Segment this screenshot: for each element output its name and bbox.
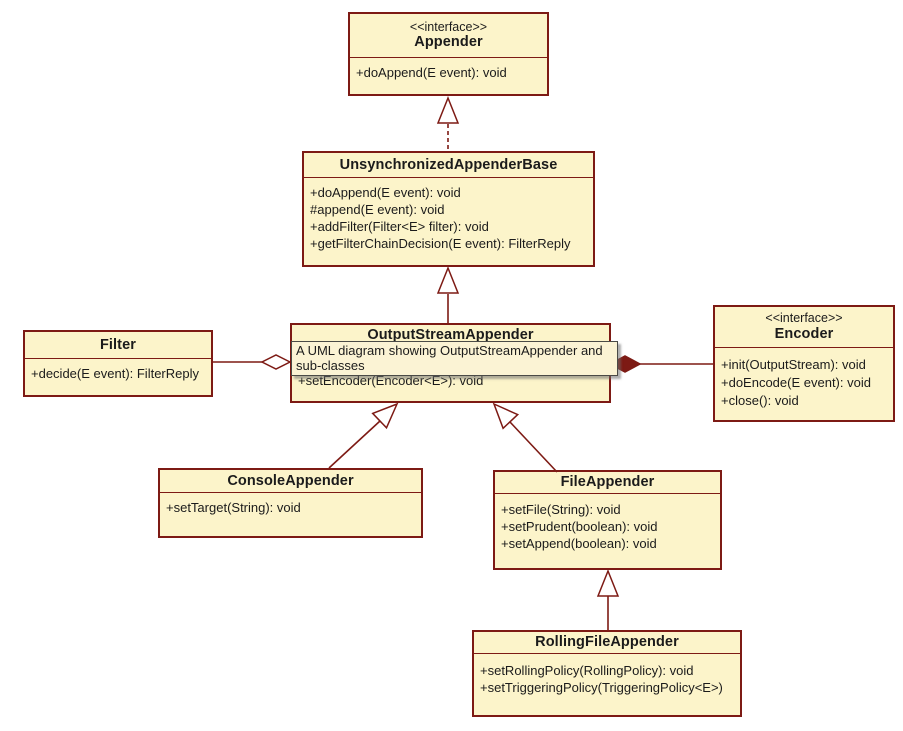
method: +getFilterChainDecision(E event): Filter… — [310, 236, 571, 251]
methods-compartment: +setFile(String): void +setPrudent(boole… — [495, 494, 720, 552]
hover-tooltip: A UML diagram showing OutputStreamAppend… — [291, 341, 618, 376]
method: +close(): void — [721, 393, 799, 408]
method: +doAppend(E event): void — [356, 65, 507, 80]
method: +setFile(String): void — [501, 502, 621, 517]
class-box-filter: Filter +decide(E event): FilterReply — [23, 330, 213, 397]
class-header: <<interface>> Appender — [350, 14, 547, 58]
method: +setRollingPolicy(RollingPolicy): void — [480, 663, 694, 678]
method: +setEncoder(Encoder<E>): void — [298, 373, 484, 388]
stereotype-label: <<interface>> — [409, 19, 488, 34]
hollow-triangle-arrowhead — [596, 568, 620, 597]
method: +doAppend(E event): void — [310, 185, 461, 200]
method: #append(E event): void — [310, 202, 445, 217]
class-name: Filter — [99, 336, 137, 353]
methods-compartment: +doAppend(E event): void #append(E event… — [304, 178, 593, 252]
generalization-line-file-osa — [509, 421, 558, 473]
method: +setPrudent(boolean): void — [501, 519, 658, 534]
hollow-triangle-arrowhead — [492, 402, 520, 430]
class-name: OutputStreamAppender — [367, 326, 534, 343]
method: +setAppend(boolean): void — [501, 536, 657, 551]
class-box-rolling-file-appender: RollingFileAppender +setRollingPolicy(Ro… — [472, 630, 742, 717]
method: +init(OutputStream): void — [721, 357, 866, 372]
methods-compartment: +doAppend(E event): void — [350, 58, 547, 81]
class-box-appender: <<interface>> Appender +doAppend(E event… — [348, 12, 549, 96]
class-box-unsynchronized-appender-base: UnsynchronizedAppenderBase +doAppend(E e… — [302, 151, 595, 267]
method: +doEncode(E event): void — [721, 375, 871, 390]
class-name: Appender — [414, 34, 483, 51]
method: +addFilter(Filter<E> filter): void — [310, 219, 489, 234]
class-header: ConsoleAppender — [160, 470, 421, 493]
class-header: RollingFileAppender — [474, 632, 740, 654]
open-diamond-aggregation — [260, 354, 292, 370]
class-header: Filter — [25, 332, 211, 359]
class-box-console-appender: ConsoleAppender +setTarget(String): void — [158, 468, 423, 538]
methods-compartment: +setRollingPolicy(RollingPolicy): void +… — [474, 654, 740, 696]
class-box-file-appender: FileAppender +setFile(String): void +set… — [493, 470, 722, 570]
method: +setTarget(String): void — [166, 500, 301, 515]
method: +setTriggeringPolicy(TriggeringPolicy<E>… — [480, 680, 723, 695]
method: +decide(E event): FilterReply — [31, 366, 199, 381]
methods-compartment: +init(OutputStream): void +doEncode(E ev… — [715, 348, 893, 410]
class-name: ConsoleAppender — [227, 472, 354, 489]
class-name: Encoder — [774, 325, 834, 342]
hollow-triangle-arrowhead — [436, 265, 460, 294]
class-name: FileAppender — [560, 474, 655, 491]
class-header: <<interface>> Encoder — [715, 307, 893, 348]
stereotype-label: <<interface>> — [765, 311, 843, 326]
class-header: FileAppender — [495, 472, 720, 494]
class-box-encoder: <<interface>> Encoder +init(OutputStream… — [713, 305, 895, 422]
generalization-line-console-osa — [328, 420, 381, 469]
methods-compartment: +decide(E event): FilterReply — [25, 359, 211, 382]
class-header: UnsynchronizedAppenderBase — [304, 153, 593, 178]
class-name: RollingFileAppender — [535, 634, 679, 651]
methods-compartment: +setTarget(String): void — [160, 493, 421, 516]
class-name: UnsynchronizedAppenderBase — [339, 156, 558, 173]
hollow-triangle-arrowhead — [436, 95, 460, 124]
hollow-triangle-arrowhead — [371, 402, 399, 430]
